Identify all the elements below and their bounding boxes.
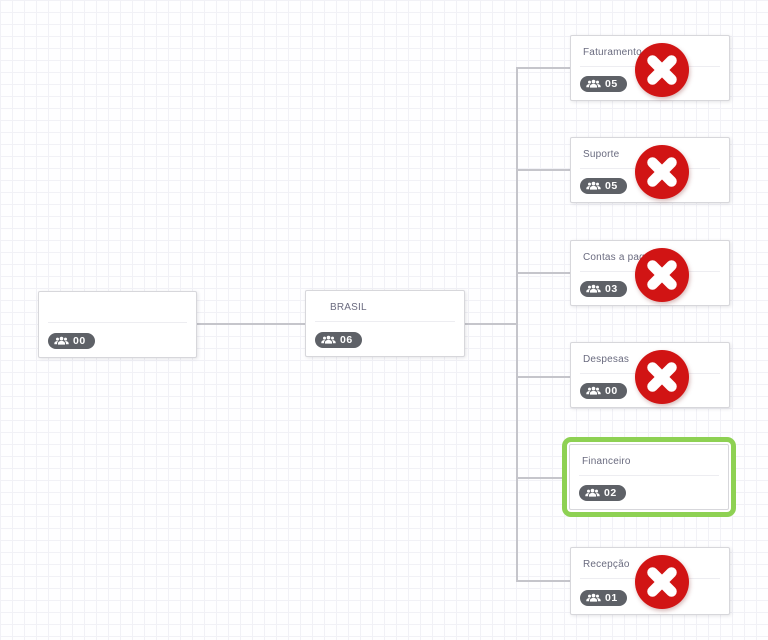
delete-node-button[interactable] [634,247,690,303]
member-count-badge: 02 [579,485,626,501]
org-node-contas-a-pagar[interactable]: Contas a pagar 03 [570,240,730,306]
users-icon [586,386,601,395]
org-node-suporte[interactable]: Suporte 05 [570,137,730,203]
node-title: Faturamento [583,47,642,58]
node-title: Contas a pagar [583,252,655,263]
connector-branch-despesas [518,376,570,378]
delete-icon [635,43,689,97]
node-title: Suporte [583,149,620,160]
org-node-brasil[interactable]: BRASIL 06 [305,290,465,357]
connector-branch-suporte [518,169,570,171]
delete-icon [635,248,689,302]
selected-node-highlight: Financeiro 02 [562,437,736,517]
org-node-root[interactable]: 00 [38,291,197,358]
node-title: Recepção [583,559,630,570]
member-count-badge: 00 [48,333,95,349]
member-count: 05 [605,78,618,90]
node-divider [315,321,455,322]
delete-node-button[interactable] [634,42,690,98]
member-count: 06 [340,334,353,346]
member-count: 05 [605,180,618,192]
delete-icon [635,350,689,404]
org-node-faturamento[interactable]: Faturamento 05 [570,35,730,101]
users-icon [321,335,336,344]
delete-icon [635,145,689,199]
member-count: 01 [605,592,618,604]
connector-branch-contas [518,272,570,274]
users-icon [585,488,600,497]
delete-node-button[interactable] [634,349,690,405]
connector-branch-financeiro [518,477,562,479]
connector-root-brasil [197,323,305,325]
org-node-financeiro[interactable]: Financeiro 02 [569,444,729,510]
node-divider [579,475,719,476]
connector-trunk-vertical [516,67,518,582]
node-title: Despesas [583,354,630,365]
users-icon [586,79,601,88]
org-node-despesas[interactable]: Despesas 00 [570,342,730,408]
connector-brasil-trunk [465,323,517,325]
member-count-badge: 03 [580,281,627,297]
users-icon [586,181,601,190]
connector-branch-faturamento [518,67,570,69]
member-count-badge: 06 [315,332,362,348]
member-count-badge: 01 [580,590,627,606]
member-count-badge: 00 [580,383,627,399]
member-count: 03 [605,283,618,295]
users-icon [586,593,601,602]
member-count: 02 [604,487,617,499]
node-title: BRASIL [330,302,367,313]
users-icon [54,336,69,345]
connector-branch-recepcao [518,580,570,582]
member-count-badge: 05 [580,178,627,194]
member-count-badge: 05 [580,76,627,92]
node-title: Financeiro [582,456,631,467]
member-count: 00 [605,385,618,397]
delete-node-button[interactable] [634,144,690,200]
users-icon [586,284,601,293]
delete-node-button[interactable] [634,554,690,610]
delete-icon [635,555,689,609]
org-node-recepcao[interactable]: Recepção 01 [570,547,730,615]
node-divider [48,322,187,323]
member-count: 00 [73,335,86,347]
